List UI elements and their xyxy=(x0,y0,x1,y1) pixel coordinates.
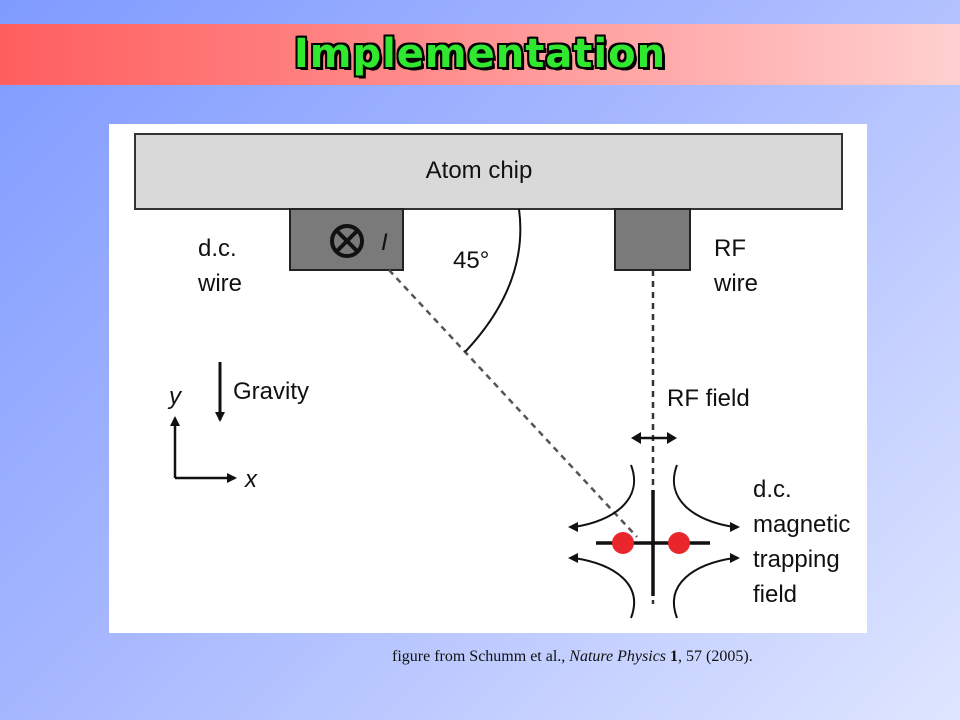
caption-prefix: figure from Schumm et al., xyxy=(392,648,570,665)
slide-title: Implementation xyxy=(293,31,667,77)
rf-field-double-arrow xyxy=(631,432,677,444)
trap-label-line-4: field xyxy=(753,581,797,608)
dc-wire-label: d.c. wire xyxy=(197,235,243,297)
current-into-page-icon xyxy=(330,224,364,258)
caption-journal: Nature Physics xyxy=(569,648,667,665)
trapping-field-label: d.c. magnetic trapping field xyxy=(753,476,857,608)
x-axis-label: x xyxy=(244,466,258,493)
trap-label-line-1: d.c. xyxy=(753,476,792,503)
atom-chip-diagram: Atom chip I 45° d.c. wire RF wire Gravit… xyxy=(134,133,857,619)
gravity-label: Gravity xyxy=(233,378,309,405)
atom-chip xyxy=(134,133,843,210)
trapping-field-lines xyxy=(573,464,735,619)
atom-cloud-right xyxy=(668,532,690,554)
angle-label: 45° xyxy=(453,247,489,274)
rf-wire-label: RF wire xyxy=(713,235,758,297)
caption-suffix: , 57 (2005). xyxy=(678,648,753,665)
caption-volume: 1 xyxy=(670,648,679,665)
dc-wire-label-line-1: d.c. xyxy=(198,235,237,262)
figure-panel: Atom chip I 45° d.c. wire RF wire Gravit… xyxy=(109,124,867,633)
rf-wire-label-line-2: wire xyxy=(713,270,758,297)
current-symbol: I xyxy=(381,229,388,256)
trap-label-line-2: magnetic xyxy=(753,511,850,538)
y-axis-label: y xyxy=(167,383,183,410)
dc-wire-label-line-2: wire xyxy=(197,270,242,297)
atom-cloud-left xyxy=(612,532,634,554)
rf-wire xyxy=(614,208,691,271)
angle-arc xyxy=(464,208,522,353)
field-arrowheads xyxy=(568,522,740,563)
figure-caption: figure from Schumm et al., Nature Physic… xyxy=(392,648,932,666)
rf-field-label: RF field xyxy=(667,385,750,412)
title-bar: Implementation xyxy=(0,24,960,85)
atom-chip-label: Atom chip xyxy=(426,157,533,184)
trap-label-line-3: trapping xyxy=(753,546,840,573)
rf-wire-label-line-1: RF xyxy=(714,235,746,262)
dc-wire-dashed-line xyxy=(388,269,638,538)
